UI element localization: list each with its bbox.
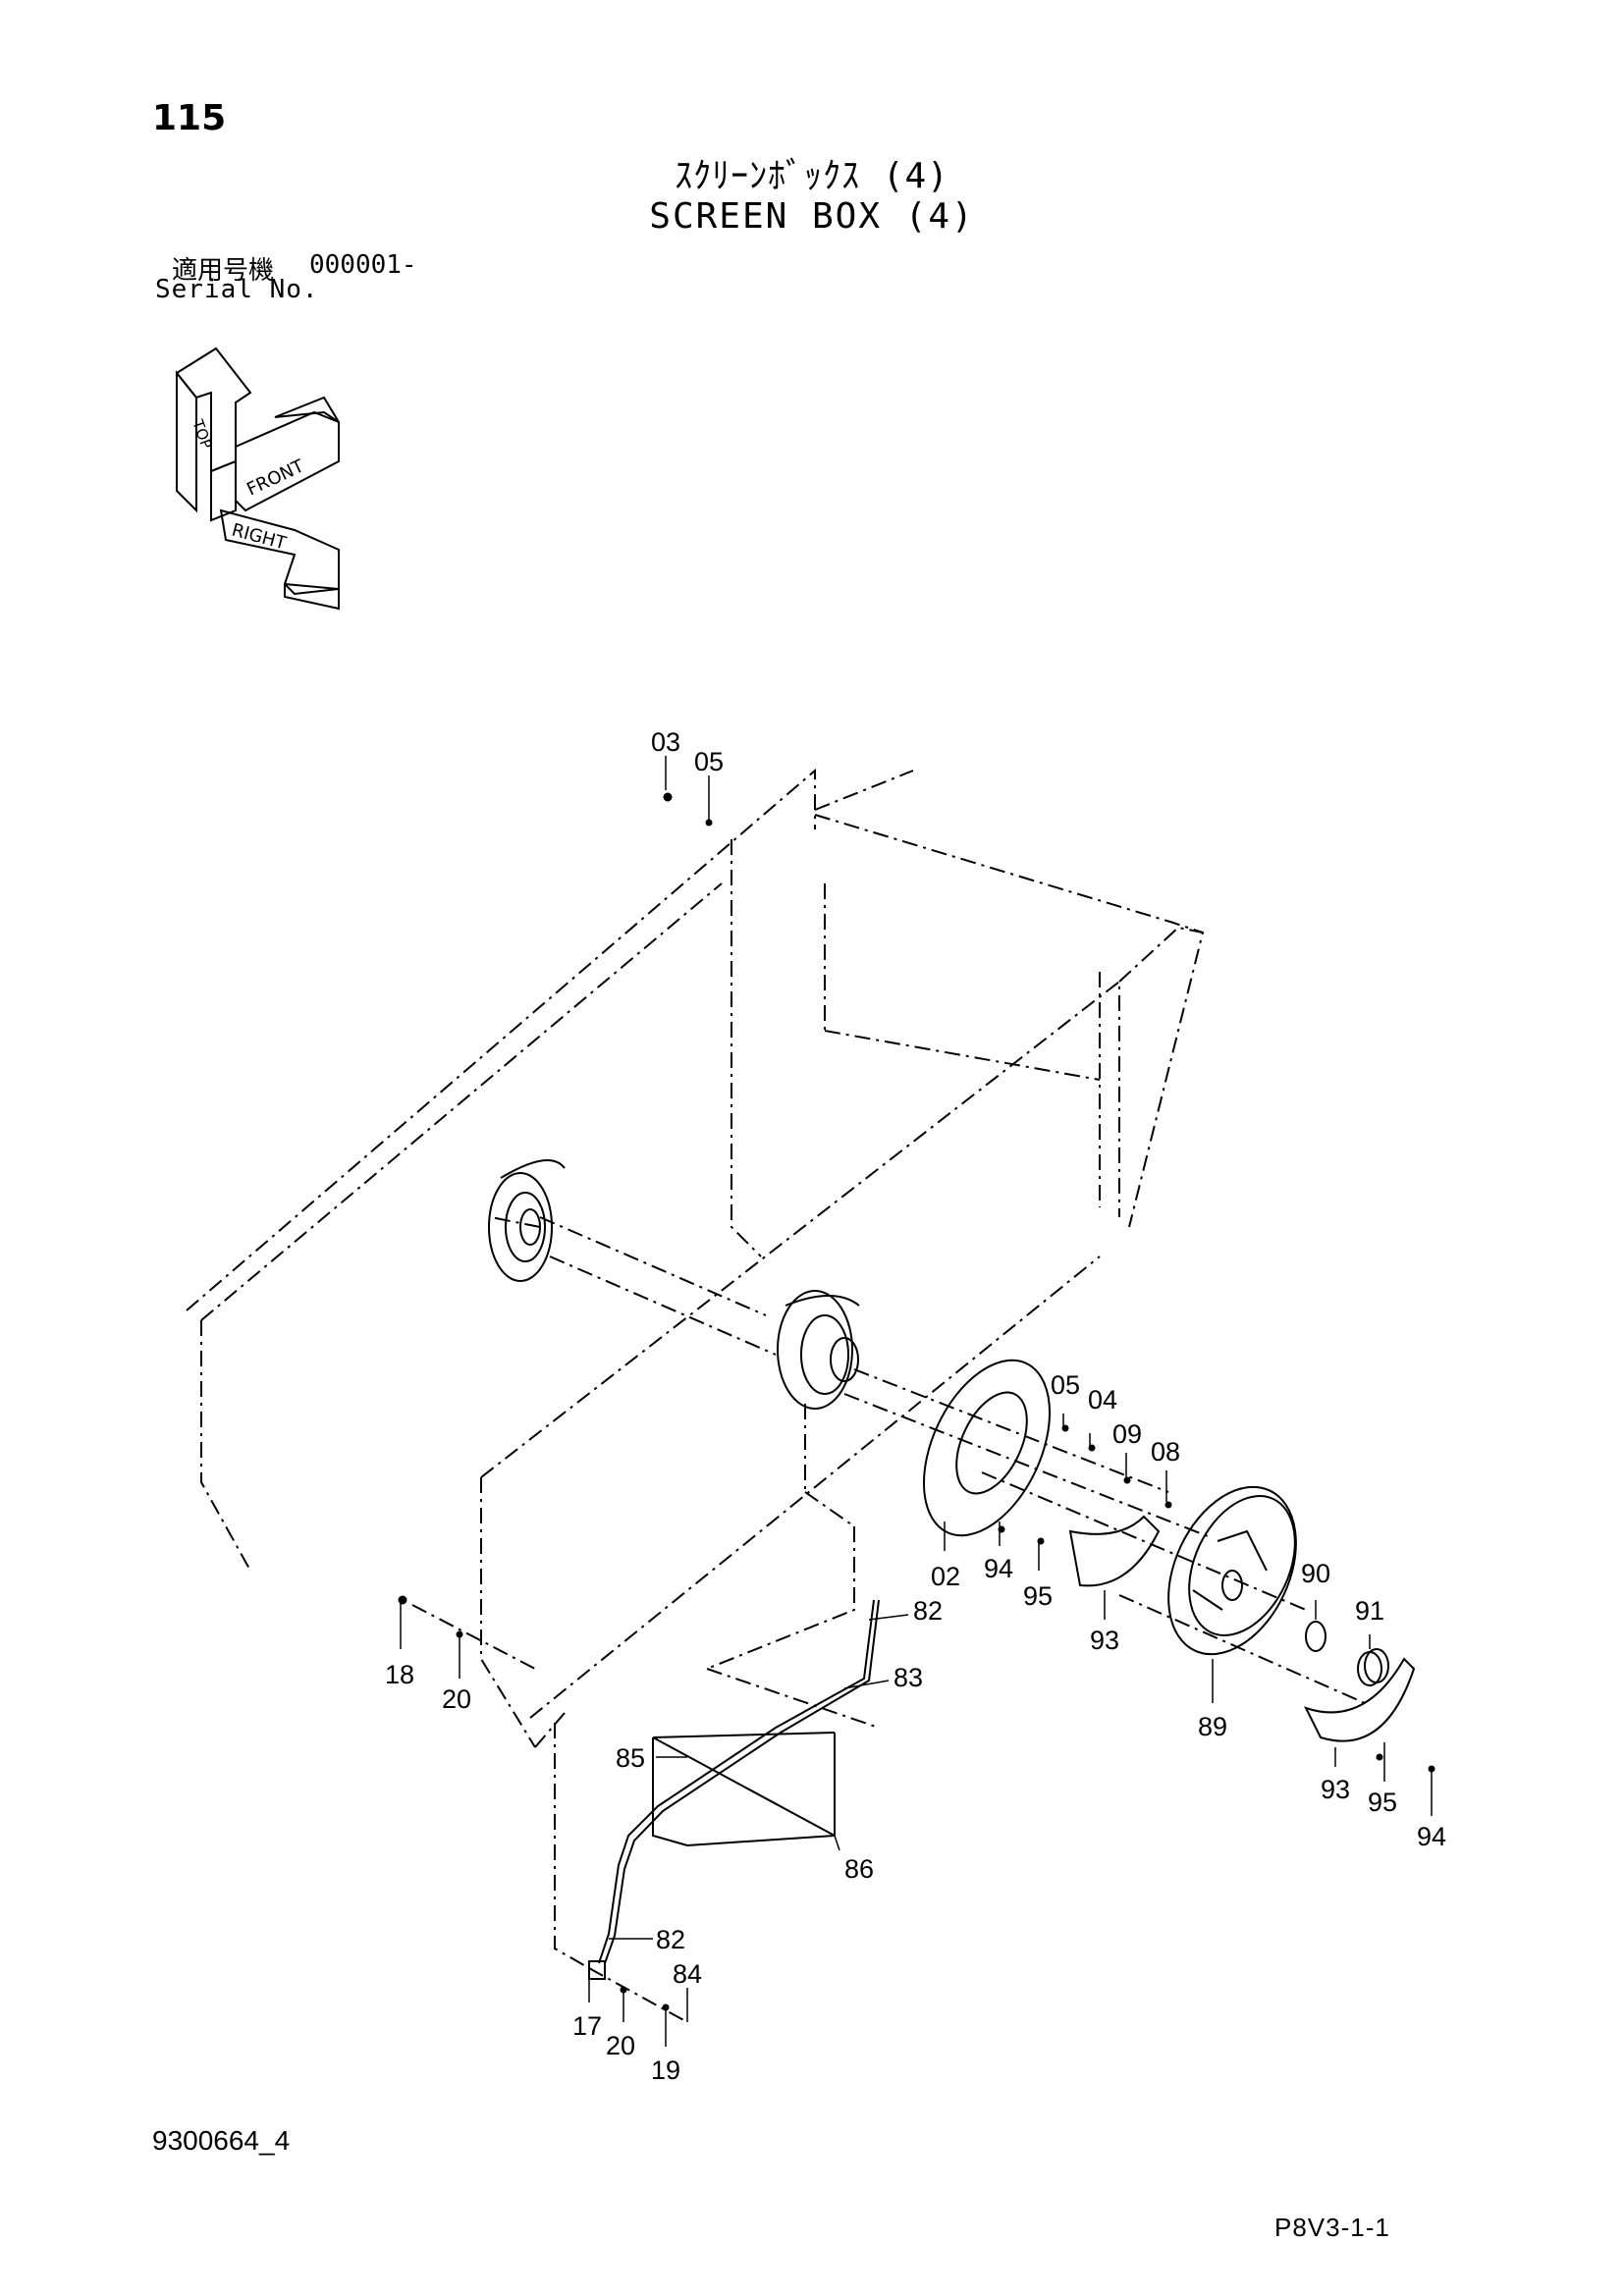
callout-09: 09 <box>1112 1419 1142 1449</box>
sheet-code: P8V3-1-1 <box>1274 2213 1390 2242</box>
collar <box>1357 1648 1389 1686</box>
callout-86: 86 <box>844 1854 874 1884</box>
callout-05-top: 05 <box>694 747 724 776</box>
callout-94-upper: 94 <box>984 1554 1013 1583</box>
cable-tie-guides <box>652 1732 836 1846</box>
callout-82-upper: 82 <box>913 1596 943 1626</box>
screen-box-frame <box>186 768 1366 2023</box>
orientation-icon: TOP FRONT RIGHT <box>175 347 340 611</box>
callout-85: 85 <box>616 1743 645 1773</box>
orientation-label-right: RIGHT <box>230 520 290 555</box>
callout-83: 83 <box>893 1663 923 1692</box>
callout-20-bottom: 20 <box>606 2031 635 2060</box>
callout-17: 17 <box>572 2011 602 2041</box>
segment-lower <box>1304 1657 1416 1742</box>
serial-value: 000001- <box>309 250 417 280</box>
callout-82-lower: 82 <box>656 1925 685 1954</box>
bearing-housing-right <box>777 1290 860 1410</box>
callout-04: 04 <box>1088 1385 1117 1415</box>
page-number: 115 <box>152 98 227 138</box>
callout-93-upper: 93 <box>1090 1626 1119 1655</box>
callout-numbers: 03 05 05 04 09 08 02 94 95 93 90 91 89 9… <box>385 727 1446 2085</box>
callout-18: 18 <box>385 1660 414 1689</box>
segment-upper <box>1068 1515 1161 1587</box>
callout-91: 91 <box>1355 1596 1384 1626</box>
callout-95-lower: 95 <box>1368 1788 1397 1817</box>
title-japanese: ｽｸﾘｰﾝﾎﾞｯｸｽ (4) <box>675 156 949 196</box>
callout-84: 84 <box>673 1959 702 1989</box>
leader-lines <box>400 756 1433 2047</box>
callout-19: 19 <box>651 2056 680 2085</box>
ring-seal <box>1305 1621 1326 1652</box>
callout-08: 08 <box>1151 1437 1180 1467</box>
serial-label-english: Serial No. <box>155 275 319 304</box>
document-number: 9300664_4 <box>152 2125 291 2156</box>
callout-95-upper: 95 <box>1023 1581 1053 1611</box>
callout-93-lower: 93 <box>1321 1775 1350 1804</box>
serial-label-japanese: 適用号機 <box>172 256 275 286</box>
sensor-cable <box>588 1599 880 1980</box>
svg-text:RIGHT: RIGHT <box>230 520 290 555</box>
callout-89: 89 <box>1198 1712 1227 1741</box>
callout-03: 03 <box>651 727 680 757</box>
callout-20-left: 20 <box>442 1684 471 1714</box>
hardware-fasteners <box>398 792 1435 2011</box>
callout-94-lower: 94 <box>1417 1822 1446 1851</box>
callout-02: 02 <box>931 1562 960 1591</box>
pulley-wheel <box>1167 1485 1297 1656</box>
flange-disc <box>922 1359 1052 1537</box>
callout-05-right: 05 <box>1051 1370 1080 1400</box>
callout-90: 90 <box>1301 1559 1330 1588</box>
title-english: SCREEN BOX (4) <box>649 196 975 237</box>
bearing-housing-left <box>488 1159 566 1282</box>
